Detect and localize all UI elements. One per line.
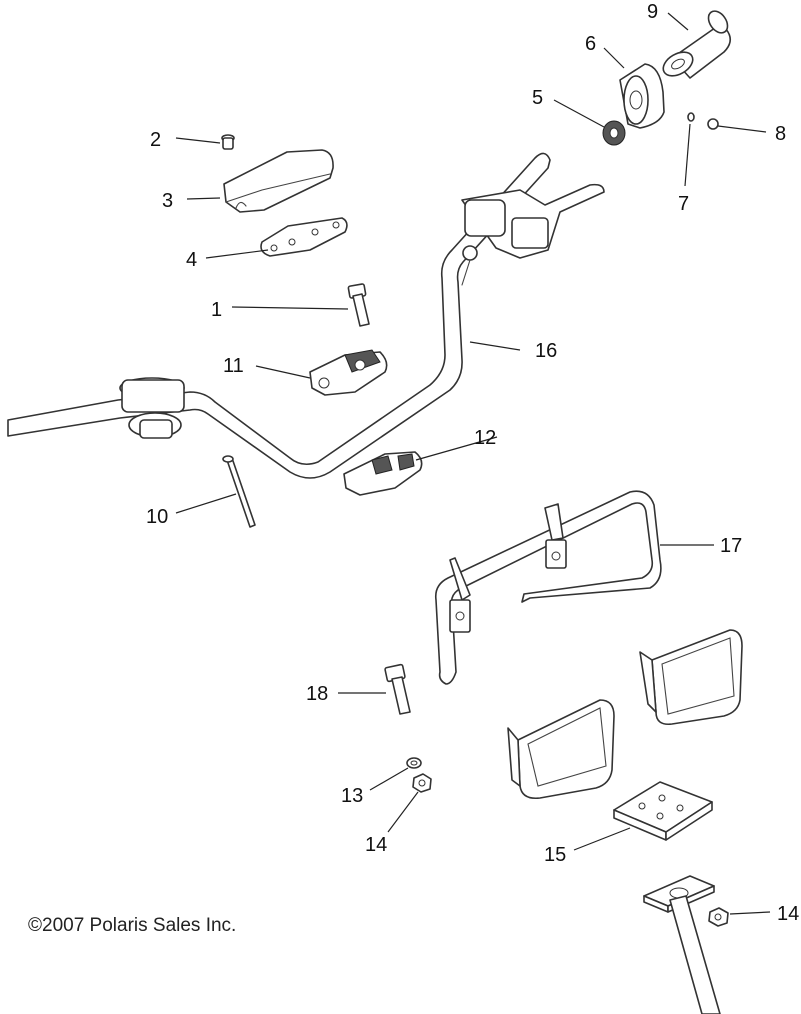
clamp-cover-part [223, 149, 334, 213]
callout-3: 3 [162, 190, 173, 212]
long-bolt-part [222, 455, 256, 528]
brace-part [434, 490, 662, 685]
callout-14: 14 [365, 834, 387, 856]
callout-10: 10 [146, 506, 168, 528]
callout-7: 7 [678, 193, 689, 215]
nut-part [412, 773, 432, 793]
callout-6: 6 [585, 33, 596, 55]
lower-clamp-part [343, 451, 423, 496]
nut-part [708, 907, 729, 927]
switch-housing-part [619, 63, 665, 129]
callout-2: 2 [150, 129, 161, 151]
copyright-notice: ©2007 Polaris Sales Inc. [28, 915, 237, 936]
callout-16: 16 [535, 340, 557, 362]
callout-14: 14 [777, 903, 799, 925]
callout-15: 15 [544, 844, 566, 866]
callout-12: 12 [474, 427, 496, 449]
callout-17: 17 [720, 535, 742, 557]
callout-9: 9 [647, 1, 658, 23]
bracket-bolt-part [384, 663, 411, 715]
clamp-plate-part [260, 217, 348, 257]
callout-8: 8 [775, 123, 786, 145]
small-screw-part [687, 112, 695, 122]
callout-5: 5 [532, 87, 543, 109]
upper-clamp-part [309, 349, 388, 396]
pad-part [639, 629, 743, 726]
handlebar-part [7, 152, 605, 479]
screw-part [221, 134, 235, 150]
bolt-part [347, 283, 370, 327]
callout-11: 11 [223, 355, 244, 377]
callout-4: 4 [186, 249, 197, 271]
leader-lines [175, 12, 771, 915]
small-nut-part [707, 118, 719, 130]
callout-1: 1 [211, 299, 222, 321]
pad-part [507, 699, 615, 800]
grip-part [662, 10, 732, 79]
callout-labels: 1 2 3 4 5 6 7 8 9 10 11 12 13 14 14 15 1… [146, 1, 799, 925]
steering-post-part [643, 875, 721, 1014]
mounting-plate-part [613, 781, 713, 841]
callout-18: 18 [306, 683, 328, 705]
washer-part [406, 757, 422, 769]
bushing-part [602, 120, 626, 146]
callout-13: 13 [341, 785, 363, 807]
